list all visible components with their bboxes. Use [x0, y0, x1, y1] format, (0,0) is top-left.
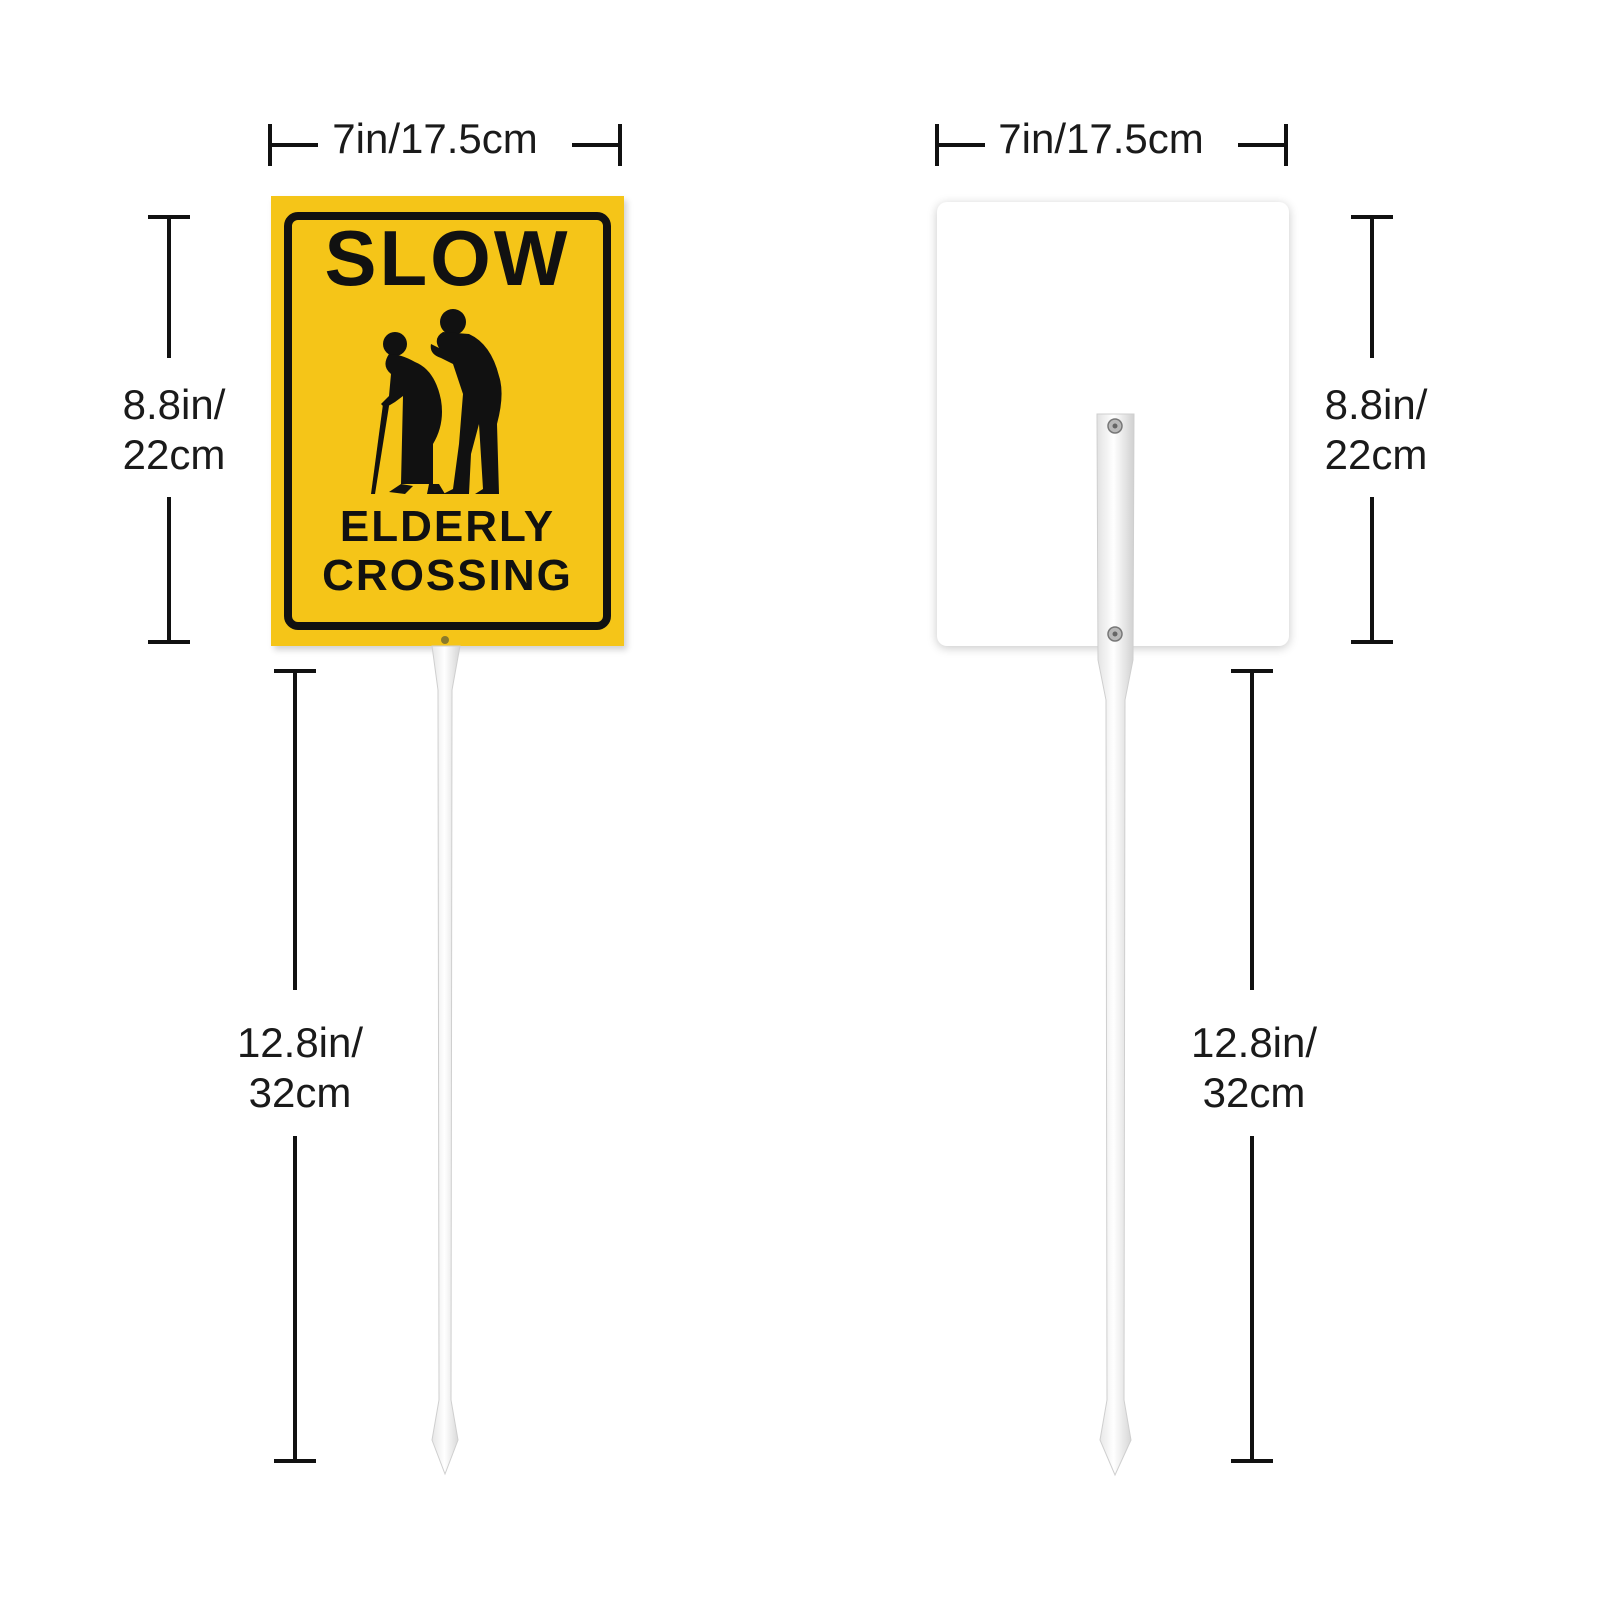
- front-height-line-bottom: [167, 497, 171, 643]
- sign-title: SLOW: [324, 214, 571, 302]
- back-stake-label-2: 32cm: [1202, 1069, 1306, 1116]
- sign-line-1: ELDERLY: [339, 502, 556, 551]
- sign-border: [284, 212, 611, 630]
- back-height-label-2: 22cm: [1324, 431, 1428, 478]
- front-width-line-left: [268, 143, 318, 147]
- front-width-tick-right: [618, 124, 622, 166]
- front-stake-line-top: [293, 669, 297, 990]
- front-width-line-right: [572, 143, 622, 147]
- front-height-line-top: [167, 215, 171, 358]
- back-stake-tick-bottom: [1231, 1459, 1273, 1463]
- sign-back-panel: [937, 202, 1289, 646]
- front-stake-line-bottom: [293, 1136, 297, 1462]
- front-height-label-1: 8.8in/: [122, 381, 226, 428]
- front-stake-tick-bottom: [274, 1459, 316, 1463]
- back-stake-label-1: 12.8in/: [1190, 1019, 1318, 1066]
- back-height-label-1: 8.8in/: [1324, 381, 1428, 428]
- elderly-couple-silhouette-icon: [371, 309, 502, 494]
- sign-front-panel: SLOW ELDERLY CROSSING: [271, 196, 624, 646]
- back-width-line-right: [1238, 143, 1288, 147]
- back-height-line-bottom: [1370, 497, 1374, 643]
- sign-line-2: CROSSING: [322, 551, 573, 600]
- back-height-line-top: [1370, 215, 1374, 358]
- front-height-tick-bottom: [148, 640, 190, 644]
- front-stake-label-1: 12.8in/: [236, 1019, 364, 1066]
- front-width-label: 7in/17.5cm: [332, 115, 538, 162]
- front-height-label-2: 22cm: [122, 431, 226, 478]
- back-width-label: 7in/17.5cm: [998, 115, 1204, 162]
- back-width-line-left: [935, 143, 985, 147]
- back-stake-line-top: [1250, 669, 1254, 990]
- back-stake-line-bottom: [1250, 1136, 1254, 1462]
- back-width-tick-right: [1284, 124, 1288, 166]
- back-height-tick-bottom: [1351, 640, 1393, 644]
- front-stake-label-2: 32cm: [248, 1069, 352, 1116]
